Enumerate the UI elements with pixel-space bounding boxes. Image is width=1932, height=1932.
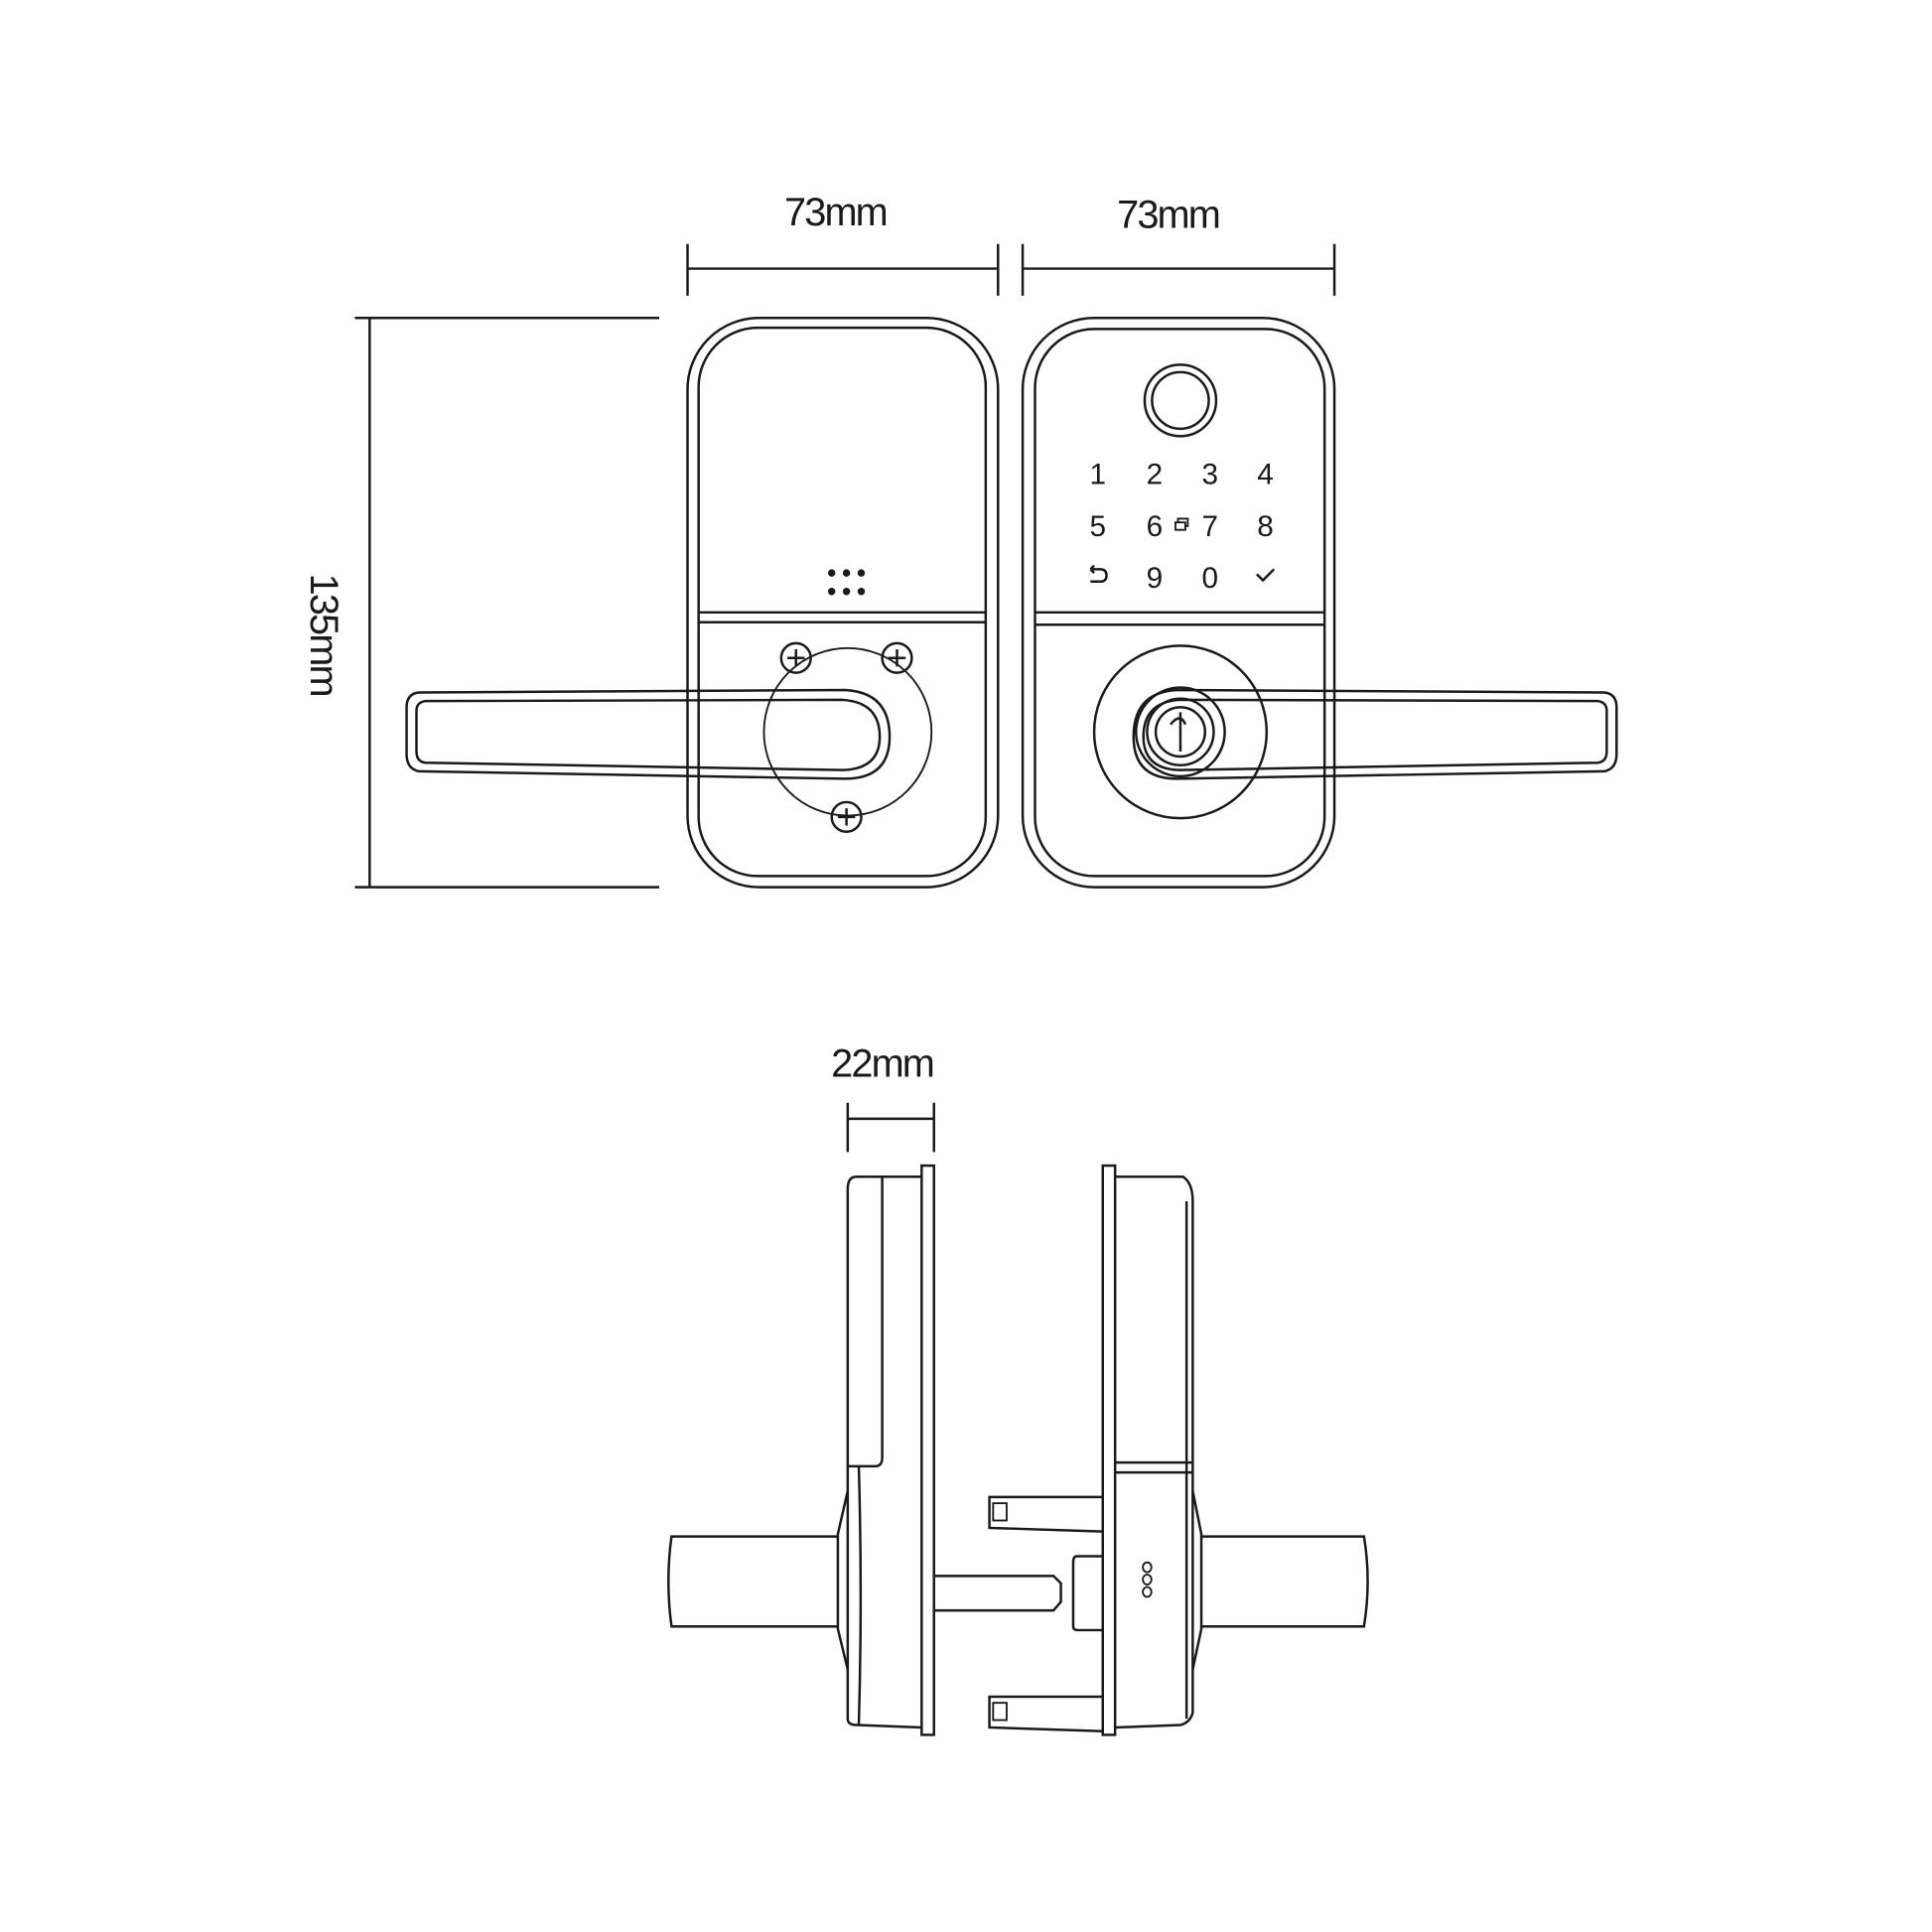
back-panel (405, 316, 1000, 889)
key-1[interactable]: 1 (1090, 459, 1107, 491)
side-view-front-unit (988, 1164, 1369, 1736)
key-7[interactable]: 7 (1201, 510, 1218, 543)
dimension-back-width: 73mm (686, 191, 1000, 296)
dimension-depth: 22mm (831, 1042, 935, 1153)
fingerprint-sensor-icon (1143, 363, 1218, 438)
key-9[interactable]: 9 (1147, 562, 1164, 595)
side-view-back-unit (667, 1164, 1062, 1736)
key-5[interactable]: 5 (1090, 510, 1107, 543)
key-4[interactable]: 4 (1257, 459, 1274, 491)
screw-icon (881, 641, 913, 674)
dimension-label-back-width: 73mm (784, 191, 887, 234)
indicator-dots (1142, 1561, 1153, 1598)
key-3[interactable]: 3 (1201, 459, 1218, 491)
dimension-height: 135mm (302, 316, 659, 889)
confirm-check-icon[interactable] (1256, 568, 1276, 583)
dimension-label-height: 135mm (302, 574, 345, 696)
key-2[interactable]: 2 (1147, 459, 1164, 491)
battery-vent-dots (828, 569, 866, 596)
key-6[interactable]: 6 (1147, 510, 1164, 543)
back-arrow-icon[interactable] (1089, 564, 1108, 584)
key-8[interactable]: 8 (1257, 510, 1274, 543)
screw-icon (779, 641, 812, 674)
dimension-front-width: 73mm (1021, 194, 1336, 296)
screw-icon (830, 800, 863, 833)
doorbell-icon[interactable] (1174, 517, 1189, 531)
lever-handle-front (1132, 688, 1618, 780)
key-cylinder-icon (1135, 686, 1226, 778)
front-panel: 1 2 3 4 5 6 7 8 9 0 (1021, 316, 1618, 889)
dimension-label-front-width: 73mm (1117, 194, 1219, 237)
lever-handle-back (405, 688, 892, 780)
dimension-label-depth: 22mm (831, 1042, 933, 1086)
keypad: 1 2 3 4 5 6 7 8 9 0 (1089, 459, 1276, 595)
key-0[interactable]: 0 (1201, 562, 1218, 595)
